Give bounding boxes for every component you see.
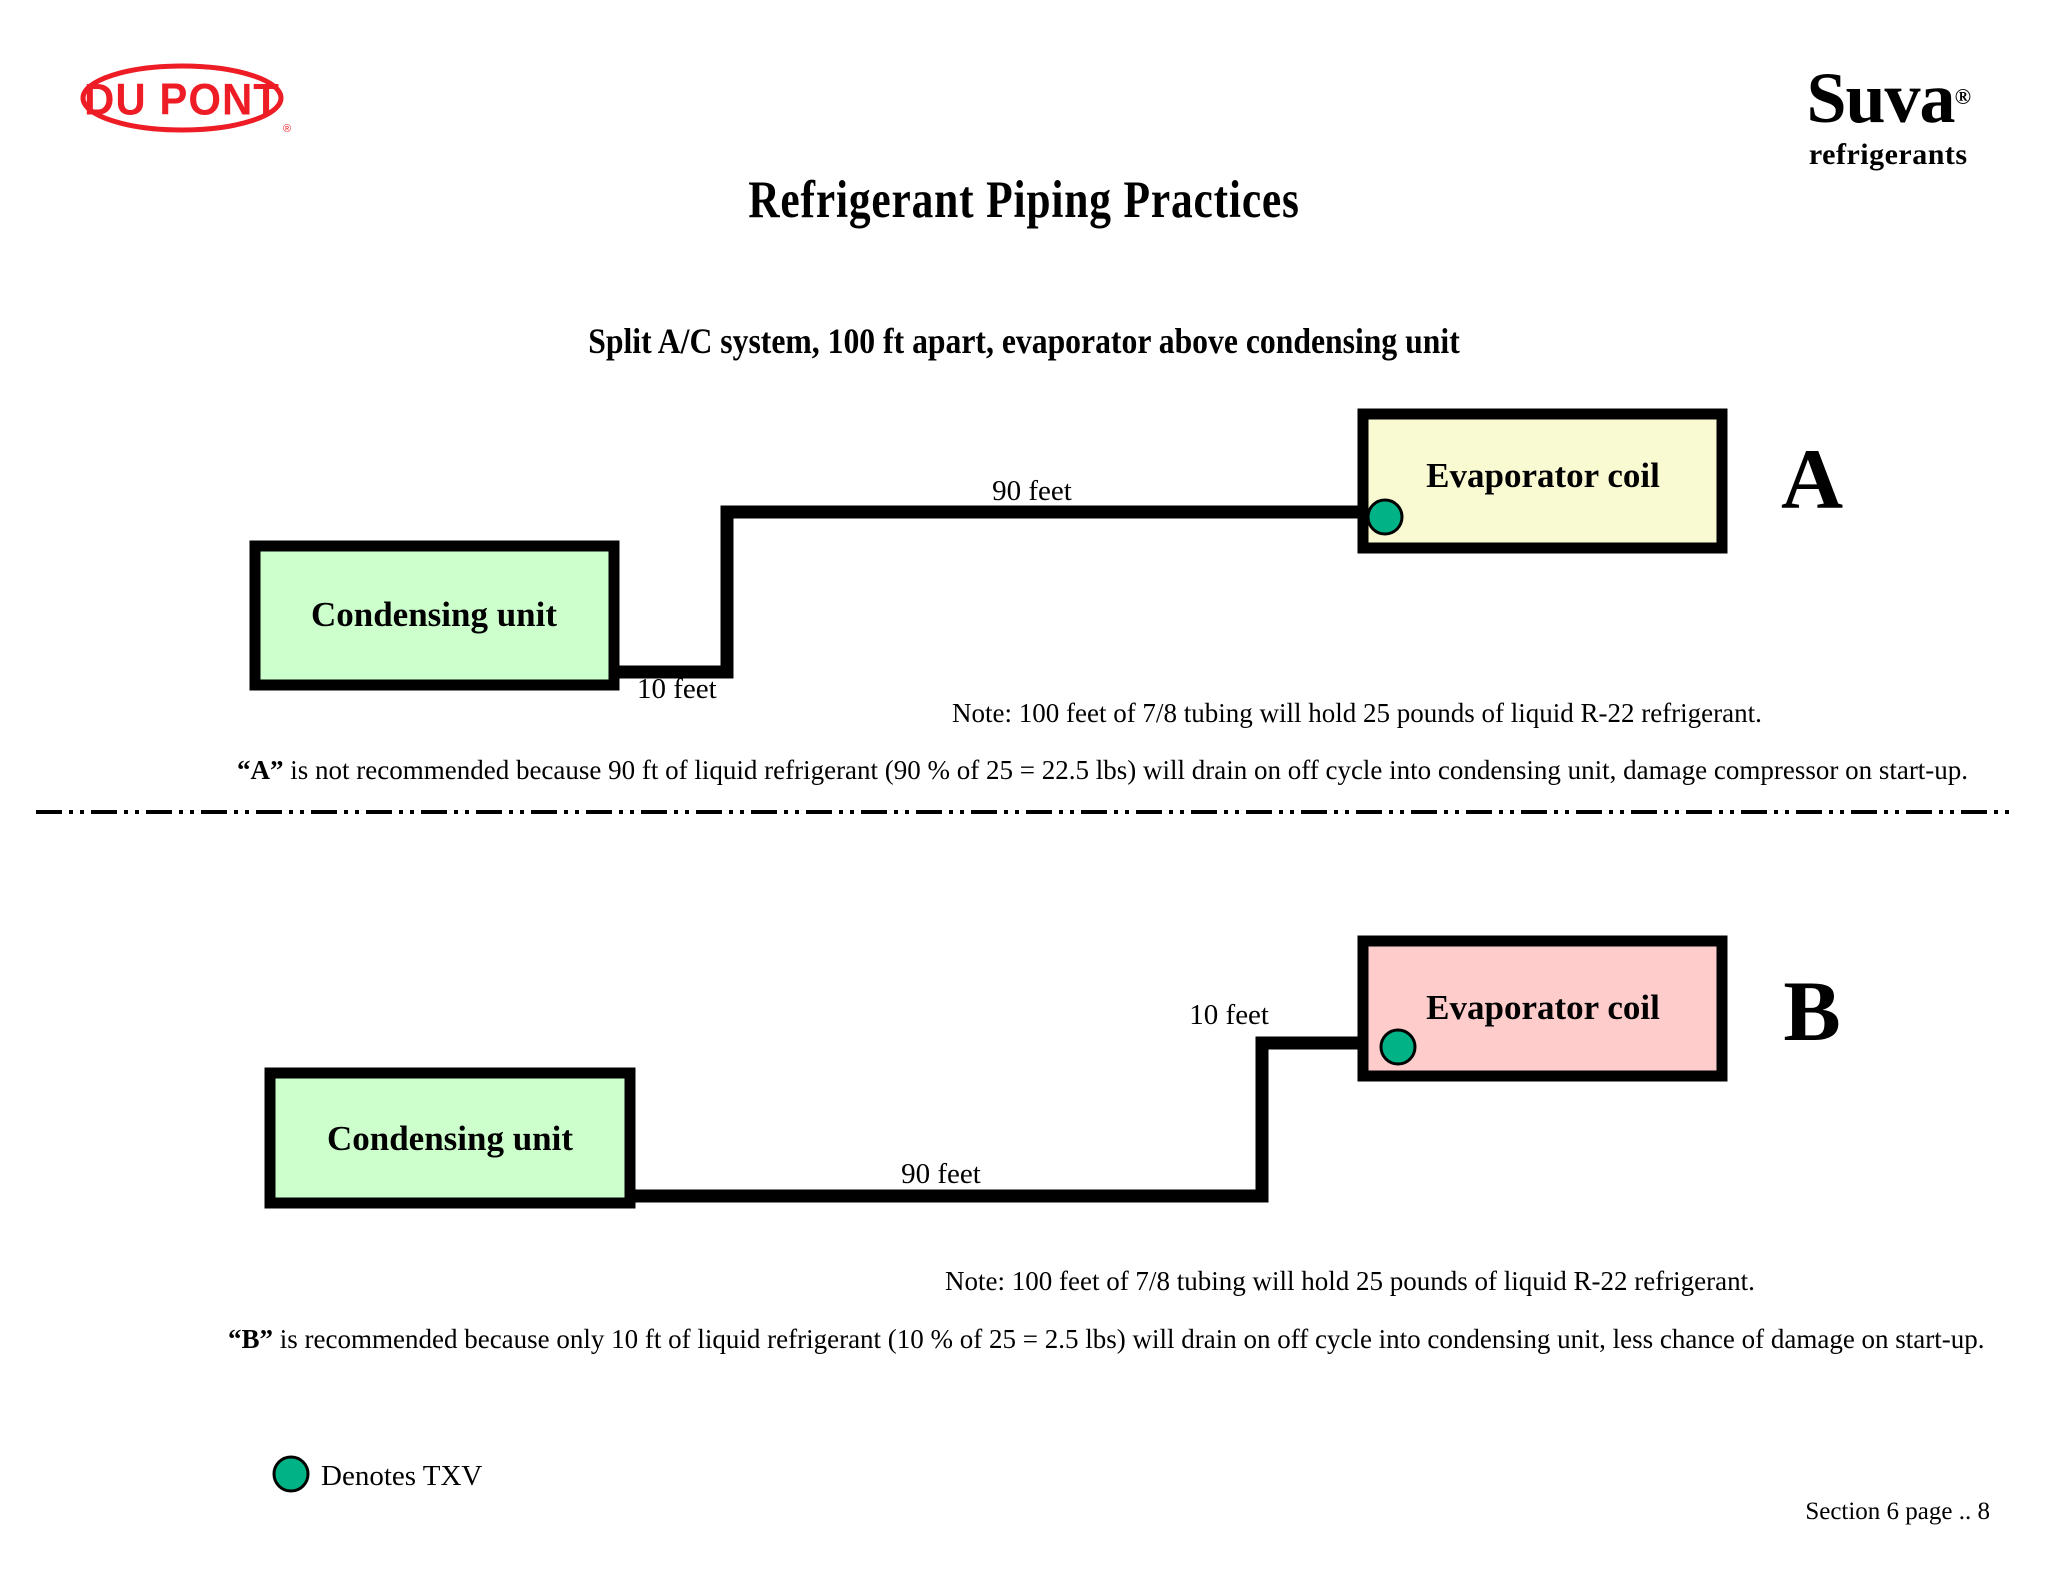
suva-logo: Suva® refrigerants (1806, 62, 1971, 171)
legend-label: Denotes TXV (321, 1460, 482, 1492)
panel-letter-a: A (1781, 431, 1843, 527)
suva-registered-mark: ® (1954, 84, 1971, 109)
pipe-label-vertical-b: 10 feet (1189, 999, 1269, 1031)
caption-a: “A” is not recommended because 90 ft of … (237, 755, 1968, 785)
note-b: Note: 100 feet of 7/8 tubing will hold 2… (945, 1266, 1755, 1296)
condensing-unit-label-a: Condensing unit (311, 595, 557, 634)
evaporator-label-a: Evaporator coil (1426, 456, 1660, 495)
note-a: Note: 100 feet of 7/8 tubing will hold 2… (952, 698, 1762, 728)
dupont-logo: DU PONT ® (78, 58, 296, 136)
txv-marker-a (1366, 498, 1404, 536)
caption-b-rest: is recommended because only 10 ft of liq… (273, 1324, 1985, 1354)
panel-letter-b: B (1783, 963, 1840, 1059)
evaporator-box-b[interactable] (1357, 935, 1728, 1082)
pipe-path-a (608, 505, 1372, 679)
legend: Denotes TXV (272, 1455, 482, 1493)
dupont-oval-icon (80, 63, 284, 133)
condensing-unit-box-b[interactable] (264, 1067, 636, 1209)
pipe-label-horizontal-a: 90 feet (992, 475, 1072, 507)
pipe-label-horizontal-b: 90 feet (901, 1158, 981, 1190)
suva-wordmark-text: Suva (1806, 58, 1955, 138)
pipe-path-b (620, 1036, 1392, 1203)
txv-marker-b (1379, 1028, 1417, 1066)
page-subtitle: Split A/C system, 100 ft apart, evaporat… (588, 321, 1460, 361)
dupont-wordmark: DU PONT (84, 76, 280, 125)
caption-a-lead: “A” (237, 755, 284, 785)
txv-legend-marker-icon (272, 1455, 310, 1493)
suva-subtitle: refrigerants (1808, 138, 1968, 171)
suva-wordmark: Suva® (1806, 62, 1971, 134)
footer-text: Section 6 page .. 8 (1805, 1498, 1990, 1525)
evaporator-label-b: Evaporator coil (1426, 988, 1660, 1027)
dupont-logo-svg: DU PONT ® (80, 63, 291, 135)
panel-b: Condensing unit Evaporator coil 10 feet … (228, 935, 1985, 1354)
condensing-unit-label-b: Condensing unit (327, 1119, 573, 1158)
evaporator-box-a[interactable] (1357, 408, 1728, 554)
caption-b-lead: “B” (228, 1324, 273, 1354)
panel-a: Condensing unit Evaporator coil 10 feet … (237, 408, 1968, 785)
caption-b: “B” is recommended because only 10 ft of… (228, 1324, 1985, 1354)
pipe-label-vertical-a: 10 feet (637, 673, 717, 705)
condensing-unit-box-a[interactable] (249, 540, 620, 691)
dupont-registered-mark: ® (283, 123, 291, 135)
caption-a-rest: is not recommended because 90 ft of liqu… (284, 755, 1969, 785)
page-title: Refrigerant Piping Practices (748, 171, 1300, 229)
